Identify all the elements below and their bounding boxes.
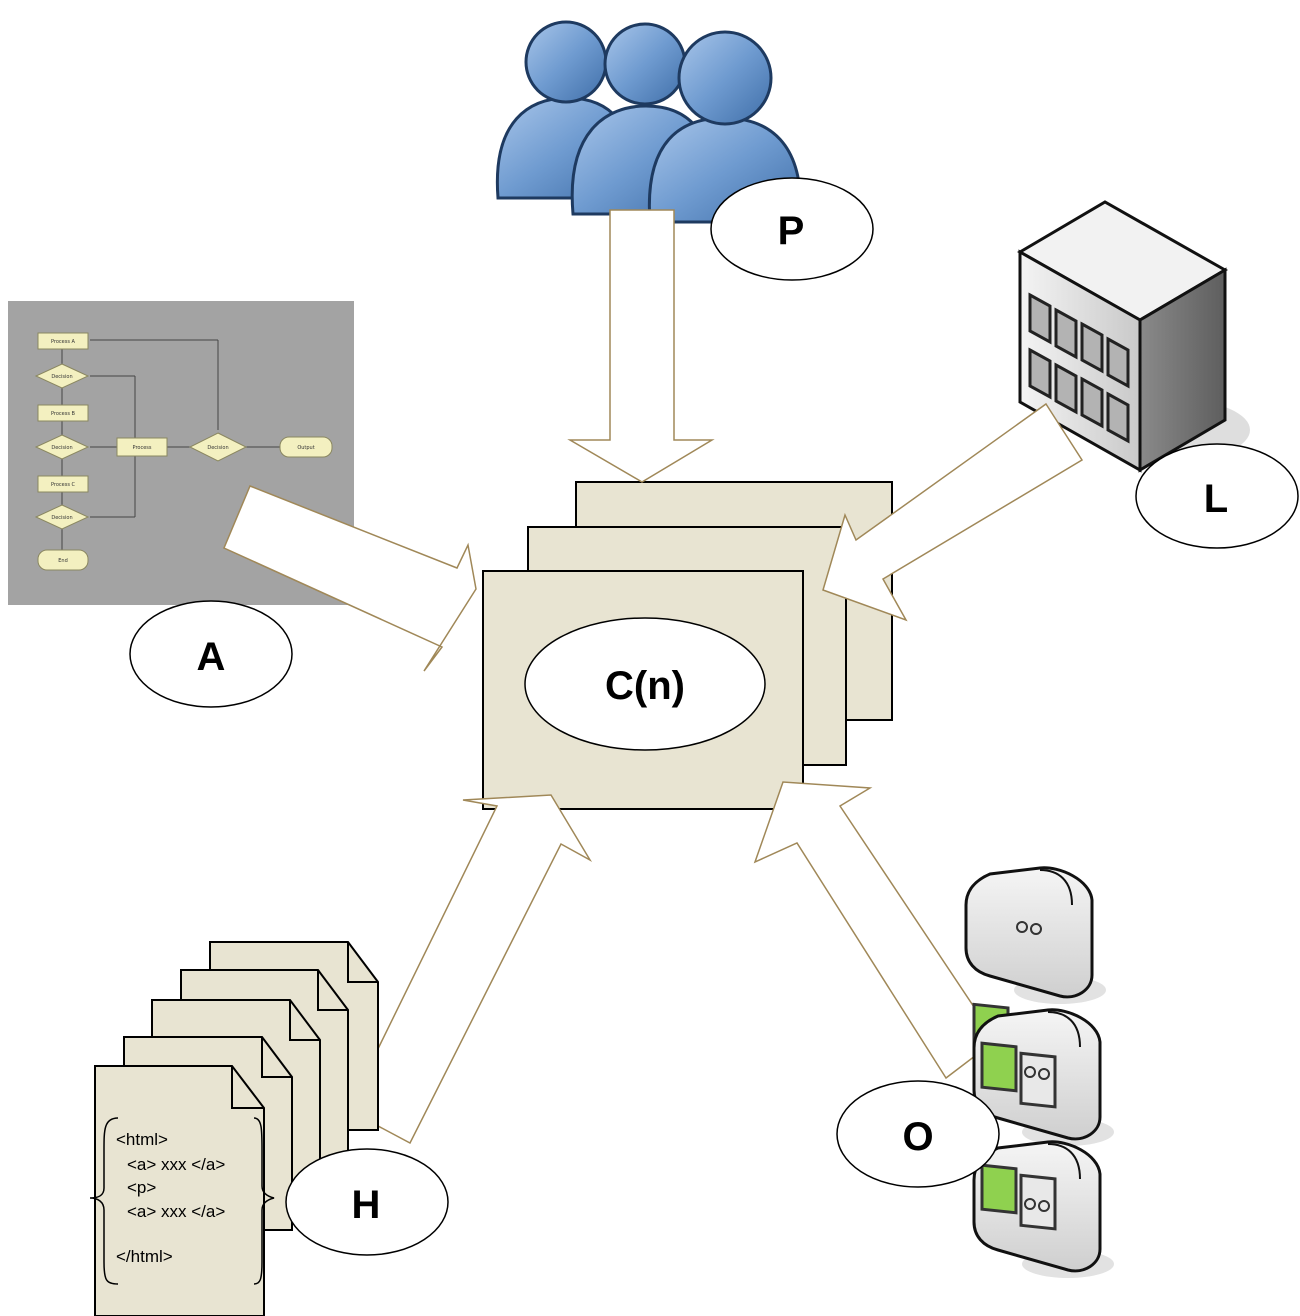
left-brace <box>89 1117 119 1285</box>
code-line: </html> <box>116 1247 173 1266</box>
flow-label: Process C <box>51 482 76 488</box>
devices-icon <box>964 866 1114 1278</box>
label-html: H <box>285 1148 449 1256</box>
node-label: P <box>778 209 805 253</box>
code-line: <a> xxx </a> <box>127 1155 225 1174</box>
flow-label: Process B <box>51 411 76 417</box>
label-people: P <box>710 177 874 281</box>
node-label: L <box>1204 477 1228 521</box>
label-devices: O <box>836 1080 1000 1188</box>
node-label: O <box>902 1115 933 1159</box>
flow-label: Decision <box>51 515 72 521</box>
flow-label: Decision <box>51 374 72 380</box>
flowchart-thumbnail: Process A Decision Process B Decision Pr… <box>8 301 354 605</box>
code-line: <html> <box>116 1130 168 1149</box>
label-legacy: L <box>1135 443 1299 549</box>
people-icon <box>495 20 803 224</box>
arrows <box>223 209 1084 1145</box>
flow-label: Output <box>297 445 314 451</box>
html-documents-stack <box>89 941 379 1316</box>
arrow-people-to-center <box>567 209 715 483</box>
doc-page-front <box>94 1065 265 1316</box>
flow-label: Process <box>133 445 152 451</box>
code-line: <p> <box>127 1178 156 1197</box>
label-center: C(n) <box>524 617 766 751</box>
code-line: <a> xxx </a> <box>127 1202 225 1221</box>
arrow-legacy-to-center <box>822 402 1084 622</box>
node-label: H <box>352 1183 381 1227</box>
flow-label: End <box>58 558 68 564</box>
label-flowchart: A <box>129 600 293 708</box>
flow-label: Decision <box>51 445 72 451</box>
arrow-devices-to-center <box>753 781 998 1080</box>
device-unit <box>972 1140 1114 1278</box>
node-label: C(n) <box>605 664 685 708</box>
flow-label: Decision <box>207 445 228 451</box>
arrow-html-to-center <box>347 794 593 1145</box>
arrow-flowchart-to-center <box>223 485 477 672</box>
node-label: A <box>197 635 226 679</box>
flow-label: Process A <box>51 339 76 345</box>
right-brace <box>253 1117 275 1285</box>
html-code-snippet: <html> <a> xxx </a> <p> <a> xxx </a> </h… <box>116 1130 225 1266</box>
